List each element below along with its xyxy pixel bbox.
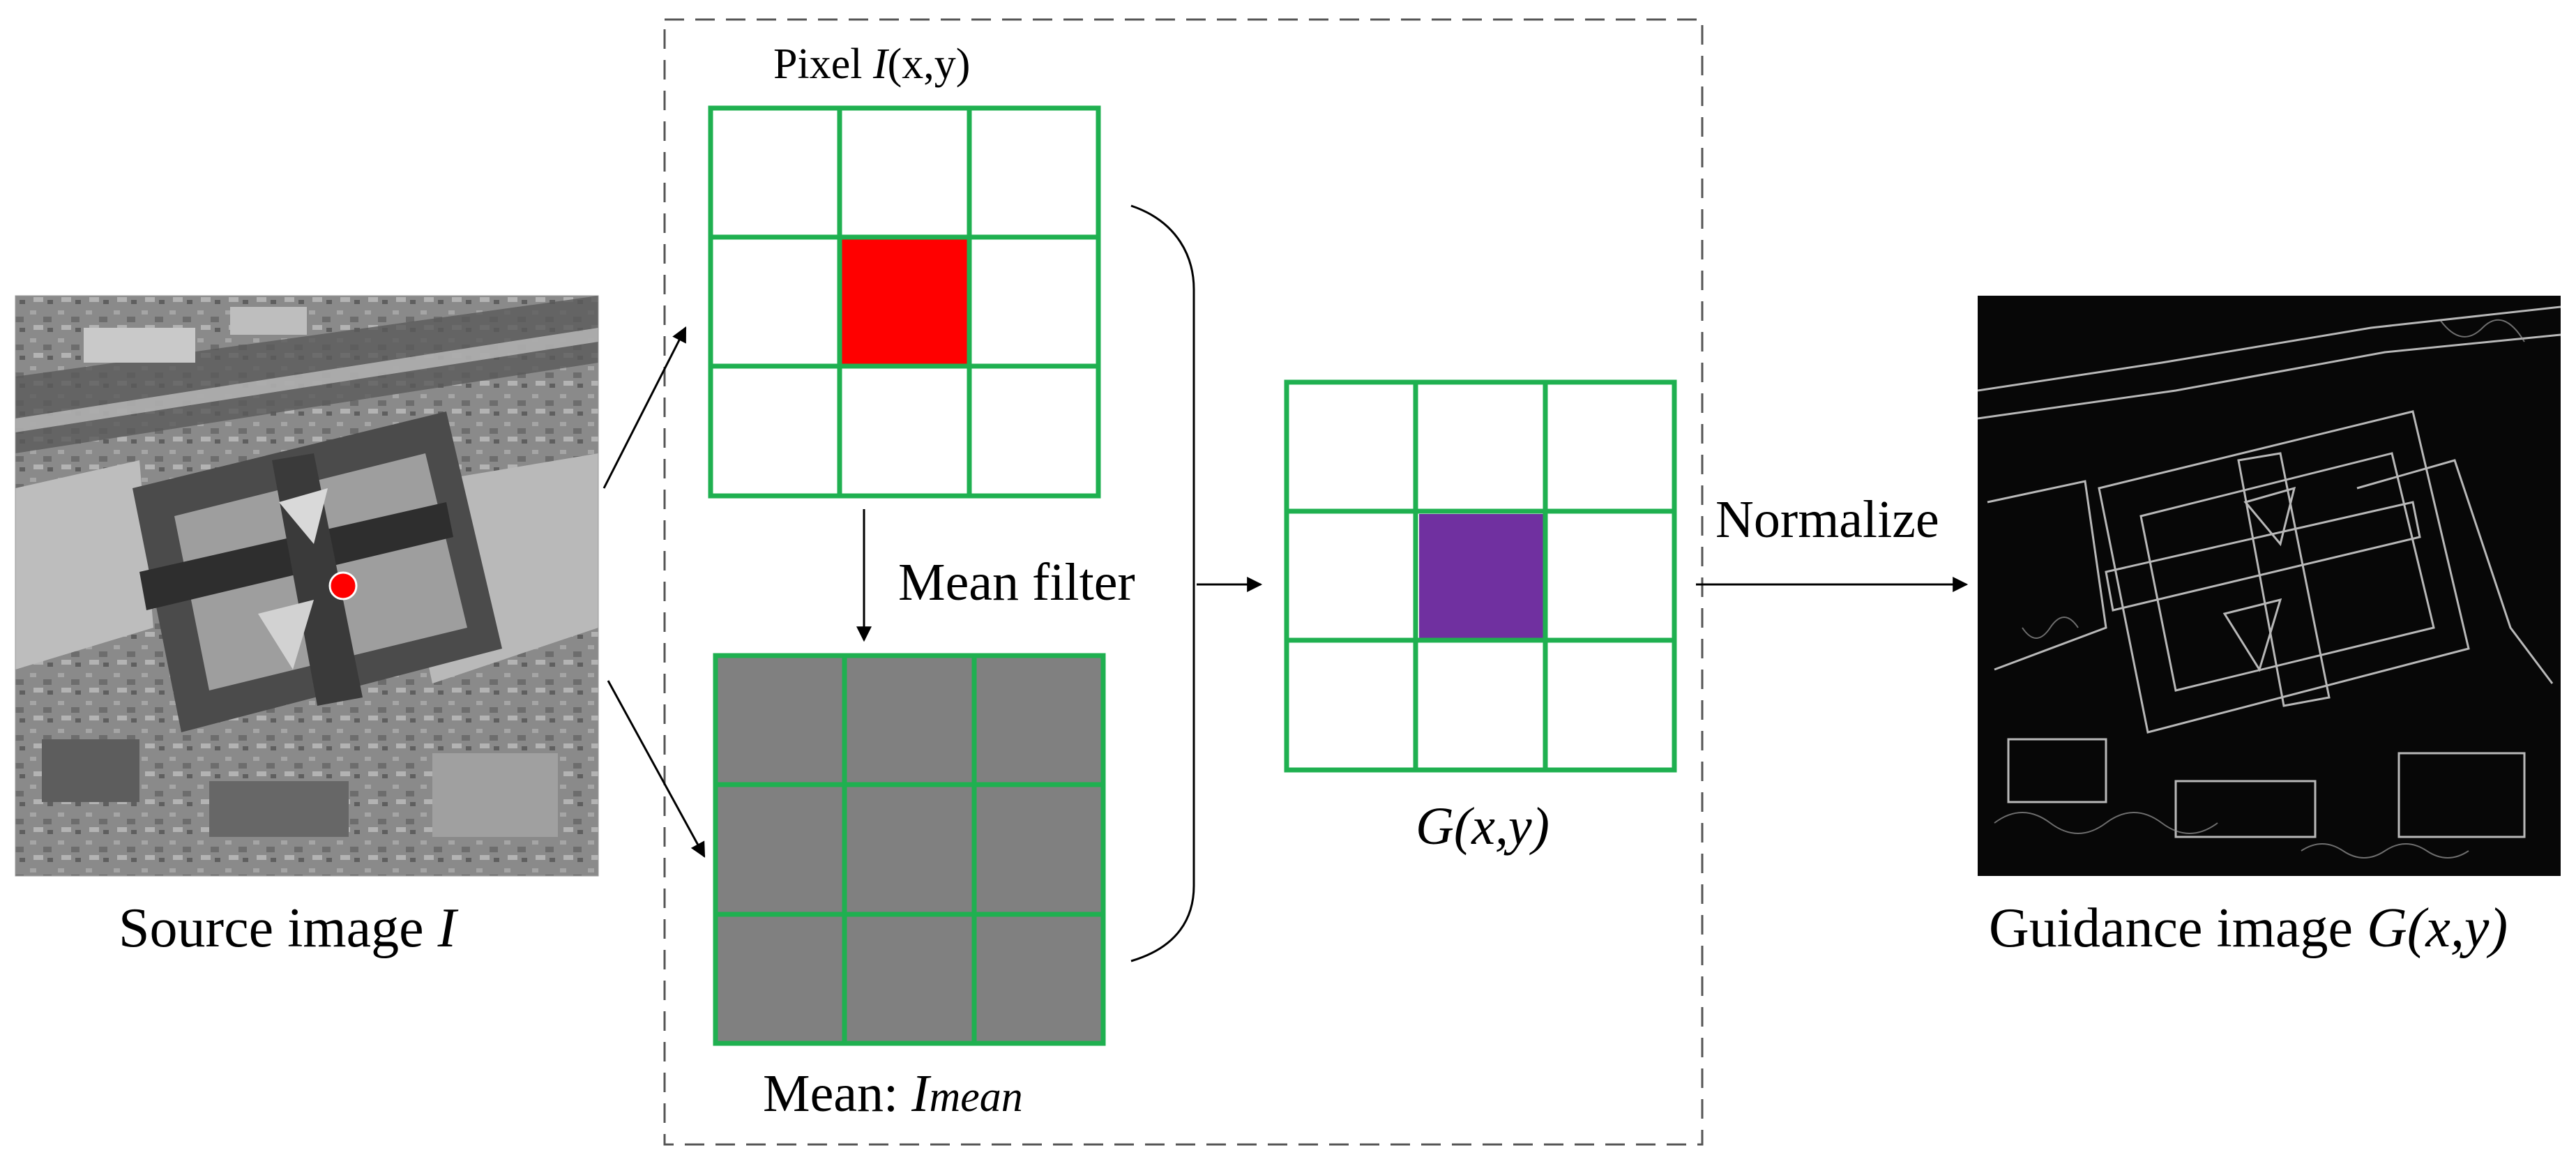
pixel-grid-center-cell [841, 237, 969, 365]
aerial-grayscale-image [15, 296, 598, 876]
mean-grid [713, 653, 1106, 1046]
result-grid-center-cell [1419, 514, 1547, 642]
mean-filter-label: Mean filter [898, 553, 1135, 612]
flow-arrows [603, 204, 1969, 962]
guidance-edge-image [1978, 296, 2561, 876]
mean-grid-label: Mean: Imean [763, 1064, 1023, 1123]
guidance-image-caption: Guidance image G(x,y) [1989, 898, 2508, 959]
normalize-label: Normalize [1715, 490, 1939, 549]
selected-pixel-marker [328, 571, 358, 600]
process-frame [663, 18, 1704, 1146]
result-grid-label: G(x,y) [1416, 797, 1550, 856]
arrow-to-mean-grid [607, 680, 706, 858]
pixel-grid [708, 105, 1101, 499]
combine-brace [1130, 204, 1195, 962]
pixel-grid-label: Pixel I(x,y) [773, 40, 970, 88]
source-image-caption: Source image I [119, 898, 459, 959]
arrow-to-pixel-grid [603, 326, 687, 489]
result-grid [1284, 379, 1677, 773]
